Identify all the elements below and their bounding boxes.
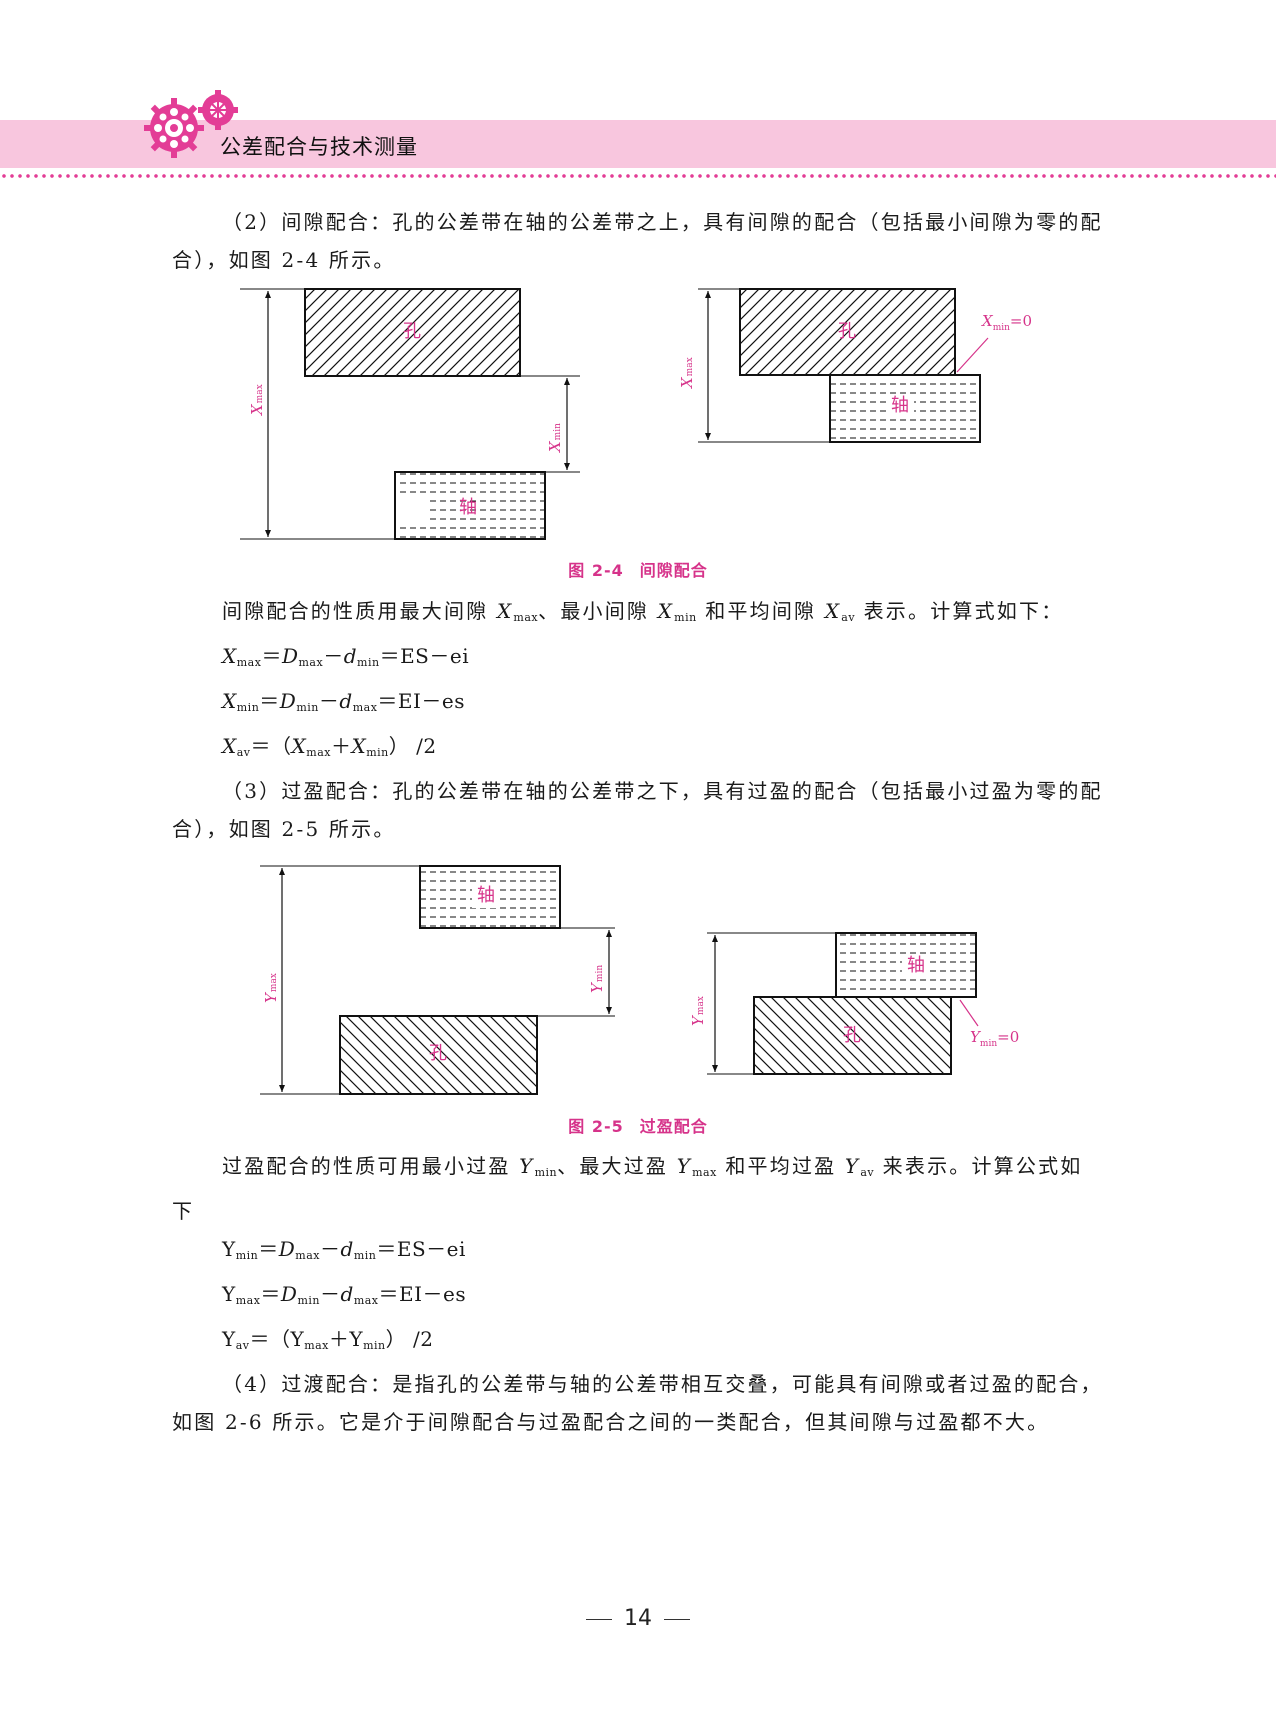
paragraph-interference-fit: （3）过盈配合：孔的公差带在轴的公差带之下，具有过盈的配合（包括最小过盈为零的配… bbox=[172, 779, 1103, 841]
clearance-diagram-left: 孔 轴 Xmax Xmin bbox=[240, 288, 580, 540]
shaft-label: 轴 bbox=[477, 885, 495, 906]
clearance-diagram-right: 孔 轴 Xmin=0 Xmax bbox=[678, 288, 1032, 443]
ymax-label: Ymax bbox=[689, 996, 707, 1026]
hole-label: 孔 bbox=[403, 321, 421, 342]
formula-ymax: Ymax＝Dmin－dmax＝EI－es bbox=[222, 1282, 467, 1307]
hole-tolerance-zone bbox=[304, 288, 521, 377]
xmin-label: Xmin bbox=[546, 423, 564, 453]
header-title: 公差配合与技术测量 bbox=[220, 135, 418, 159]
ymax-label: Ymax bbox=[262, 973, 280, 1003]
interference-diagram-right: 轴 孔 Ymin=0 Ymax bbox=[689, 932, 1019, 1075]
hole-tolerance-zone bbox=[739, 288, 956, 376]
paragraph-text: 间隙配合的性质用最大间隙 Xmax、最小间隙 Xmin 和平均间隙 Xav 表示… bbox=[222, 599, 1064, 624]
xmin-zero-label: Xmin=0 bbox=[981, 312, 1032, 333]
hole-label: 孔 bbox=[838, 321, 856, 342]
figure-number: 图 2-5 bbox=[568, 1117, 624, 1136]
paragraph-transition-fit: （4）过渡配合：是指孔的公差带与轴的公差带相互交叠，可能具有间隙或者过盈的配合，… bbox=[172, 1372, 1103, 1434]
figure-title: 间隙配合 bbox=[639, 561, 708, 580]
gear-icon bbox=[144, 90, 238, 158]
figure-interference-fit: 轴 孔 Ymax Ymin 轴 孔 Ymin=0 Ymax bbox=[260, 865, 1019, 1095]
clearance-properties: 间隙配合的性质用最大间隙 Xmax、最小间隙 Xmin 和平均间隙 Xav 表示… bbox=[172, 592, 1104, 848]
hole-tolerance-zone bbox=[339, 1015, 538, 1095]
formula-yav: Yav＝（Ymax＋Ymin） /2 bbox=[222, 1327, 434, 1352]
hole-label: 孔 bbox=[429, 1043, 447, 1064]
ymin-zero-label: Ymin=0 bbox=[970, 1028, 1019, 1049]
paragraph-clearance-fit: （2）间隙配合：孔的公差带在轴的公差带之上，具有间隙的配合（包括最小间隙为零的配… bbox=[172, 203, 1104, 279]
interference-properties: 过盈配合的性质可用最小过盈 Ymin、最大过盈 Ymax 和平均过盈 Yav 来… bbox=[172, 1147, 1104, 1441]
hole-label: 孔 bbox=[843, 1025, 861, 1046]
figure-number: 图 2-4 bbox=[568, 561, 624, 580]
paragraph-text: 过盈配合的性质可用最小过盈 Ymin、最大过盈 Ymax 和平均过盈 Yav 来… bbox=[172, 1154, 1083, 1223]
xmax-label: Xmax bbox=[678, 357, 696, 389]
formula-xmax: Xmax＝Dmax－dmin＝ES－ei bbox=[222, 644, 470, 669]
interference-diagram-left: 轴 孔 Ymax Ymin bbox=[260, 865, 615, 1095]
header-dotted-rule bbox=[0, 173, 1276, 179]
figure-caption: 图 2-4 间隙配合 bbox=[0, 557, 1276, 581]
figure-clearance-fit: 孔 轴 Xmax Xmin 孔 轴 Xmin=0 Xmax bbox=[240, 288, 1032, 540]
formula-ymin: Ymin＝Dmax－dmin＝ES－ei bbox=[222, 1237, 466, 1262]
hole-tolerance-zone bbox=[753, 996, 952, 1075]
paragraph-text: （2）间隙配合：孔的公差带在轴的公差带之上，具有间隙的配合（包括最小间隙为零的配… bbox=[172, 210, 1103, 272]
figure-title: 过盈配合 bbox=[639, 1117, 708, 1136]
shaft-label: 轴 bbox=[891, 395, 909, 416]
page-number: 14 bbox=[0, 1606, 1276, 1631]
xmax-label: Xmax bbox=[248, 384, 266, 416]
formula-xav: Xav＝（Xmax＋Xmin） /2 bbox=[222, 734, 437, 759]
header-band bbox=[0, 120, 1276, 168]
formula-xmin: Xmin＝Dmin－dmax＝EI－es bbox=[222, 689, 466, 714]
ymin-label: Ymin bbox=[588, 965, 606, 993]
shaft-label: 轴 bbox=[459, 497, 477, 518]
shaft-label: 轴 bbox=[907, 955, 925, 976]
figure-caption: 图 2-5 过盈配合 bbox=[0, 1113, 1276, 1137]
